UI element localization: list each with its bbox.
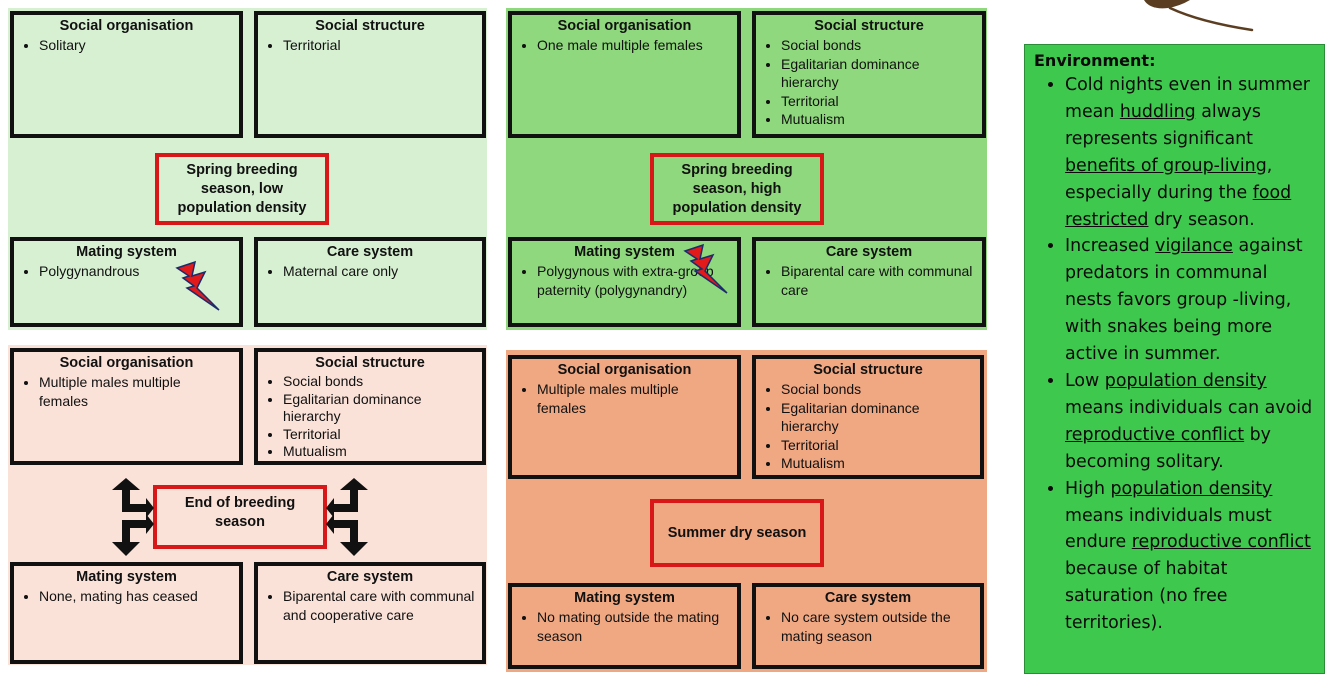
list-item: Maternal care only [283, 262, 476, 281]
panel-spring-low-background [8, 8, 487, 330]
list-item: Egalitarian dominance hierarchy [283, 391, 476, 426]
tl-mating-system-title: Mating system [76, 244, 177, 260]
lightning-icon [175, 260, 220, 311]
tr-social-structure-title: Social structure [814, 18, 924, 34]
list-item: No care system outside the mating season [781, 608, 974, 645]
list-item: Mutualism [781, 454, 974, 473]
tr-social-structure-box: Social structure Social bonds Egalitaria… [752, 11, 986, 138]
environment-item-vigilance: Increased vigilance against predators in… [1065, 233, 1316, 368]
tl-social-structure-box: Social structure Territorial [254, 11, 486, 138]
br-mating-system-title: Mating system [574, 590, 675, 606]
bl-mating-system-title: Mating system [76, 569, 177, 585]
bl-care-system-list: Biparental care with communal and cooper… [258, 587, 482, 624]
animal-illustration [1144, 0, 1254, 32]
panel-end-breeding-background [8, 345, 487, 665]
bl-social-structure-title: Social structure [315, 355, 425, 371]
panel-summer-dry-background [506, 350, 987, 672]
tl-mating-system-list: Polygynandrous [14, 262, 239, 281]
tl-social-structure-title: Social structure [315, 18, 425, 34]
tr-mating-system-list: Polygynous with extra-group paternity (p… [512, 262, 737, 299]
environment-panel: Environment: Cold nights even in summer … [1024, 44, 1325, 674]
arrow-up-left-icon [112, 478, 154, 518]
bl-social-structure-list: Social bonds Egalitarian dominance hiera… [258, 373, 482, 461]
tl-social-organisation-title: Social organisation [59, 18, 194, 34]
br-care-system-title: Care system [824, 590, 912, 606]
tl-social-organisation-list: Solitary [14, 36, 239, 55]
tr-social-organisation-list: One male multiple females [512, 36, 737, 55]
bl-mating-system-list: None, mating has ceased [14, 587, 239, 606]
bl-center-label: End of breeding season [153, 485, 327, 549]
list-item: Social bonds [781, 36, 976, 55]
list-item: Biparental care with communal and cooper… [283, 587, 476, 624]
bl-social-organisation-title: Social organisation [59, 355, 194, 371]
list-item: One male multiple females [537, 36, 731, 55]
list-item: Egalitarian dominance hierarchy [781, 55, 976, 92]
tl-mating-system-box: Mating system Polygynandrous [10, 237, 243, 327]
br-social-structure-list: Social bonds Egalitarian dominance hiera… [756, 380, 980, 473]
tr-care-system-list: Biparental care with communal care [756, 262, 982, 299]
lightning-icon [683, 243, 728, 294]
br-social-organisation-box: Social organisation Multiple males multi… [508, 355, 741, 479]
arrow-down-left-icon [112, 514, 154, 556]
br-care-system-list: No care system outside the mating season [756, 608, 980, 645]
br-mating-system-list: No mating outside the mating season [512, 608, 737, 645]
environment-title: Environment: [1034, 51, 1156, 70]
tr-social-organisation-box: Social organisation One male multiple fe… [508, 11, 741, 138]
arrow-up-right-icon [326, 478, 368, 518]
bl-mating-system-box: Mating system None, mating has ceased [10, 562, 243, 664]
br-social-organisation-title: Social organisation [557, 362, 692, 378]
list-item: Social bonds [781, 380, 974, 399]
tr-social-structure-list: Social bonds Egalitarian dominance hiera… [756, 36, 982, 129]
list-item: No mating outside the mating season [537, 608, 731, 645]
environment-list: Cold nights even in summer mean huddling… [1025, 72, 1324, 637]
br-social-structure-title: Social structure [813, 362, 923, 378]
panel-spring-high-background [506, 8, 987, 330]
tr-mating-system-box: Mating system Polygynous with extra-grou… [508, 237, 741, 327]
list-item: Polygynandrous [39, 262, 233, 281]
list-item: Territorial [283, 426, 476, 444]
tr-care-system-box: Care system Biparental care with communa… [752, 237, 986, 327]
list-item: Social bonds [283, 373, 476, 391]
br-center-label: Summer dry season [650, 499, 824, 567]
bl-social-organisation-list: Multiple males multiple females [14, 373, 239, 410]
environment-item-low-density: Low population density means individuals… [1065, 368, 1316, 476]
list-item: Multiple males multiple females [537, 380, 731, 417]
tr-social-organisation-title: Social organisation [557, 18, 692, 34]
tl-social-structure-list: Territorial [258, 36, 482, 55]
list-item: Egalitarian dominance hierarchy [781, 399, 974, 436]
br-social-organisation-list: Multiple males multiple females [512, 380, 737, 417]
tr-care-system-title: Care system [825, 244, 913, 260]
arrow-down-right-icon [326, 514, 368, 556]
list-item: Biparental care with communal care [781, 262, 976, 299]
br-care-system-box: Care system No care system outside the m… [752, 583, 984, 669]
tl-care-system-title: Care system [326, 244, 414, 260]
list-item: None, mating has ceased [39, 587, 233, 606]
tr-mating-system-title: Mating system [574, 244, 675, 260]
tl-care-system-box: Care system Maternal care only [254, 237, 486, 327]
tl-care-system-list: Maternal care only [258, 262, 482, 281]
list-item: Multiple males multiple females [39, 373, 233, 410]
br-social-structure-box: Social structure Social bonds Egalitaria… [752, 355, 984, 479]
tl-social-organisation-box: Social organisation Solitary [10, 11, 243, 138]
bl-social-organisation-box: Social organisation Multiple males multi… [10, 348, 243, 465]
list-item: Mutualism [781, 110, 976, 129]
bl-care-system-title: Care system [326, 569, 414, 585]
environment-item-high-density: High population density means individual… [1065, 476, 1316, 637]
bl-care-system-box: Care system Biparental care with communa… [254, 562, 486, 664]
tl-center-label: Spring breeding season, low population d… [155, 153, 329, 225]
environment-item-huddling: Cold nights even in summer mean huddling… [1065, 72, 1316, 233]
br-mating-system-box: Mating system No mating outside the mati… [508, 583, 741, 669]
list-item: Polygynous with extra-group paternity (p… [537, 262, 731, 299]
list-item: Mutualism [283, 443, 476, 461]
tr-center-label: Spring breeding season, high population … [650, 153, 824, 225]
list-item: Territorial [283, 36, 476, 55]
bl-social-structure-box: Social structure Social bonds Egalitaria… [254, 348, 486, 465]
list-item: Solitary [39, 36, 233, 55]
list-item: Territorial [781, 436, 974, 455]
list-item: Territorial [781, 92, 976, 111]
